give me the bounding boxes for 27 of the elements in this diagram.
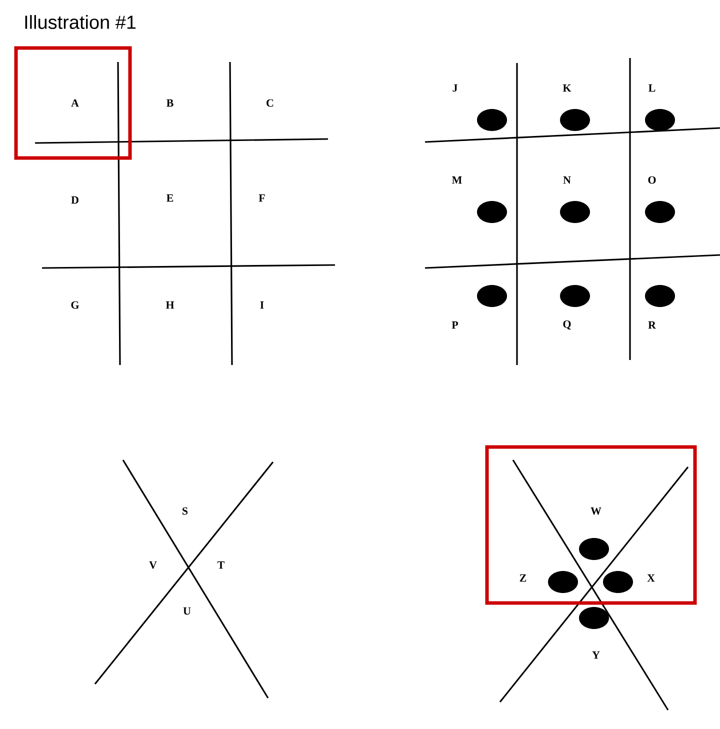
letter-label: G [71,301,79,309]
letter-label: M [452,176,462,184]
letter-label: I [260,301,264,309]
letter-label: Y [592,651,600,659]
letter-label: L [648,84,656,92]
letter-label: J [452,84,458,92]
letter-label: R [648,321,656,329]
letter-label: Q [563,320,571,330]
letter-label: K [562,84,572,92]
letter-label: N [563,176,571,184]
letter-label: F [258,194,265,202]
letter-label: Z [520,574,526,582]
letter-label: D [71,196,78,204]
letter-label: C [266,99,274,107]
letter-label: S [182,507,188,515]
letter-label: O [648,176,656,184]
letter-label: B [166,99,174,107]
letter-label: H [166,301,174,309]
letter-label: T [218,561,224,569]
letter-label: U [183,607,191,615]
letter-label: X [647,574,655,582]
letter-label: P [452,321,458,329]
letter-label: V [149,561,157,569]
letter-label: A [71,99,79,107]
letter-label: E [166,194,174,202]
title: Illustration #1 [25,15,136,29]
letter-label: W [590,507,602,515]
